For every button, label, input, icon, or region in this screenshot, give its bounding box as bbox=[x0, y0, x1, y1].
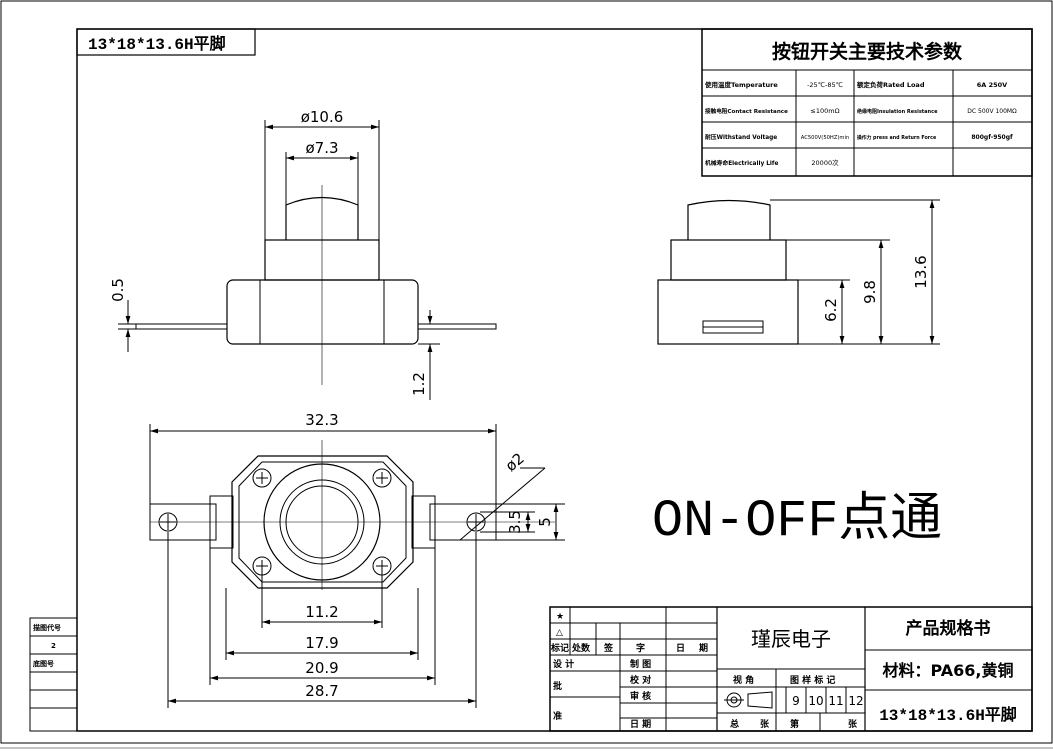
tb-triangle: △ bbox=[556, 628, 563, 638]
spec-r1-k2: 额定负荷Rated Load bbox=[857, 80, 925, 89]
left-side-block bbox=[29, 617, 78, 732]
dim-d13-6: 13.6 bbox=[912, 255, 930, 288]
tb-num-10: 10 bbox=[808, 694, 823, 708]
dim-d5: 5 bbox=[536, 517, 554, 527]
spec-r2-v2: DC 500V 100MΩ bbox=[967, 108, 1017, 115]
spec-r1-k1: 使用温度Temperature bbox=[704, 80, 778, 89]
dim-d10-6: ø10.6 bbox=[301, 108, 344, 126]
tb-draw: 制 图 bbox=[630, 658, 651, 670]
spec-table bbox=[701, 28, 1033, 177]
tb-view: 视 角 bbox=[733, 674, 754, 686]
left-block-r3: 底图号 bbox=[33, 659, 54, 668]
tb-num-11: 11 bbox=[828, 694, 843, 708]
tb-company: 瑾辰电子 bbox=[751, 627, 831, 651]
tb-design: 设 计 bbox=[553, 658, 574, 670]
dim-d1-2: 1.2 bbox=[410, 372, 428, 396]
left-block-r1: 描图代号 bbox=[33, 623, 61, 632]
top-left-label-box: 13*18*13.6H平脚 bbox=[76, 28, 256, 56]
tb-audit: 审 核 bbox=[630, 690, 651, 702]
spec-title: 按钮开关主要技术参数 bbox=[772, 40, 963, 63]
tb-doc-title: 产品规格书 bbox=[906, 618, 991, 639]
spec-r1-v1: -25℃-85℃ bbox=[807, 81, 843, 89]
dim-d32-3: 32.3 bbox=[305, 411, 338, 429]
spec-r3-k2: 操作力 press and Return Force bbox=[857, 134, 937, 141]
tb-approve1: 批 bbox=[553, 680, 562, 692]
tb-approve2: 准 bbox=[553, 710, 562, 722]
tb-sheets: 张 bbox=[760, 718, 770, 730]
tb-star: ★ bbox=[556, 612, 564, 622]
title-block-nums: 9 10 11 12 bbox=[792, 694, 863, 708]
dim-d28-7: 28.7 bbox=[305, 682, 338, 700]
tb-model: 13*18*13.6H平脚 bbox=[879, 706, 1017, 725]
dim-d6-2: 6.2 bbox=[822, 298, 840, 322]
tb-hdr-mark: 标记 bbox=[550, 642, 569, 654]
dim-phi2: ø2 bbox=[502, 449, 528, 475]
tb-material: 材料：PA66,黄铜 bbox=[883, 661, 1014, 680]
tb-num-9: 9 bbox=[792, 694, 800, 708]
top-left-label: 13*18*13.6H平脚 bbox=[88, 35, 226, 54]
tb-hdr-day: 日 bbox=[676, 643, 685, 654]
top-view bbox=[149, 424, 565, 708]
dim-d17-9: 17.9 bbox=[305, 634, 338, 652]
dim-d0-5: 0.5 bbox=[109, 278, 127, 302]
title-block-text: ★ △ 标记 处数 签 字 日 期 设 计 制 图 校 对 批 审 核 准 日 … bbox=[550, 612, 858, 730]
dim-d3-5: 3.5 bbox=[506, 510, 524, 534]
left-block-r2: 2 bbox=[51, 642, 56, 650]
tb-date: 日 期 bbox=[630, 718, 651, 730]
tb-hdr-sign: 签 bbox=[603, 642, 614, 654]
dim-d7-3: ø7.3 bbox=[305, 139, 338, 157]
title-block bbox=[549, 606, 1033, 732]
tb-check: 校 对 bbox=[630, 674, 651, 686]
spec-r2-k2: 绝缘电阻Insulation Resistance bbox=[857, 108, 938, 115]
spec-r3-k1: 耐压Withstand Voltage bbox=[705, 133, 777, 141]
spec-r3-v1: AC500V(50HZ)min bbox=[801, 135, 849, 141]
tb-hdr-period: 期 bbox=[699, 642, 708, 654]
big-label-on-off: ON-OFF点通 bbox=[652, 490, 942, 551]
tb-hdr-count: 处数 bbox=[571, 642, 591, 654]
tb-drawing-mark: 图 样 标 记 bbox=[790, 674, 835, 686]
spec-r2-v1: ≤100mΩ bbox=[810, 107, 839, 115]
dim-d9-8: 9.8 bbox=[861, 280, 879, 304]
spec-r4-v1: 20000次 bbox=[811, 158, 839, 167]
tb-total: 总 bbox=[730, 718, 739, 730]
spec-r1-v2: 6A 250V bbox=[977, 81, 1007, 89]
spec-r3-v2: 800gf-950gf bbox=[971, 134, 1013, 141]
tb-hdr-char: 字 bbox=[636, 642, 645, 654]
dim-d11-2: 11.2 bbox=[305, 603, 338, 621]
dim-d20-9: 20.9 bbox=[305, 659, 338, 677]
front-view bbox=[118, 120, 497, 400]
side-view bbox=[657, 199, 940, 345]
tb-no: 第 bbox=[790, 718, 799, 730]
tb-num-12: 12 bbox=[848, 694, 863, 708]
tb-sheet: 张 bbox=[848, 718, 858, 730]
spec-rows: 使用温度Temperature -25℃-85℃ 额定负荷Rated Load … bbox=[704, 80, 1017, 167]
spec-r2-k1: 接触电阻Contact Resistance bbox=[705, 107, 788, 115]
spec-r4-k1: 机械寿命Electrically Life bbox=[705, 159, 778, 167]
